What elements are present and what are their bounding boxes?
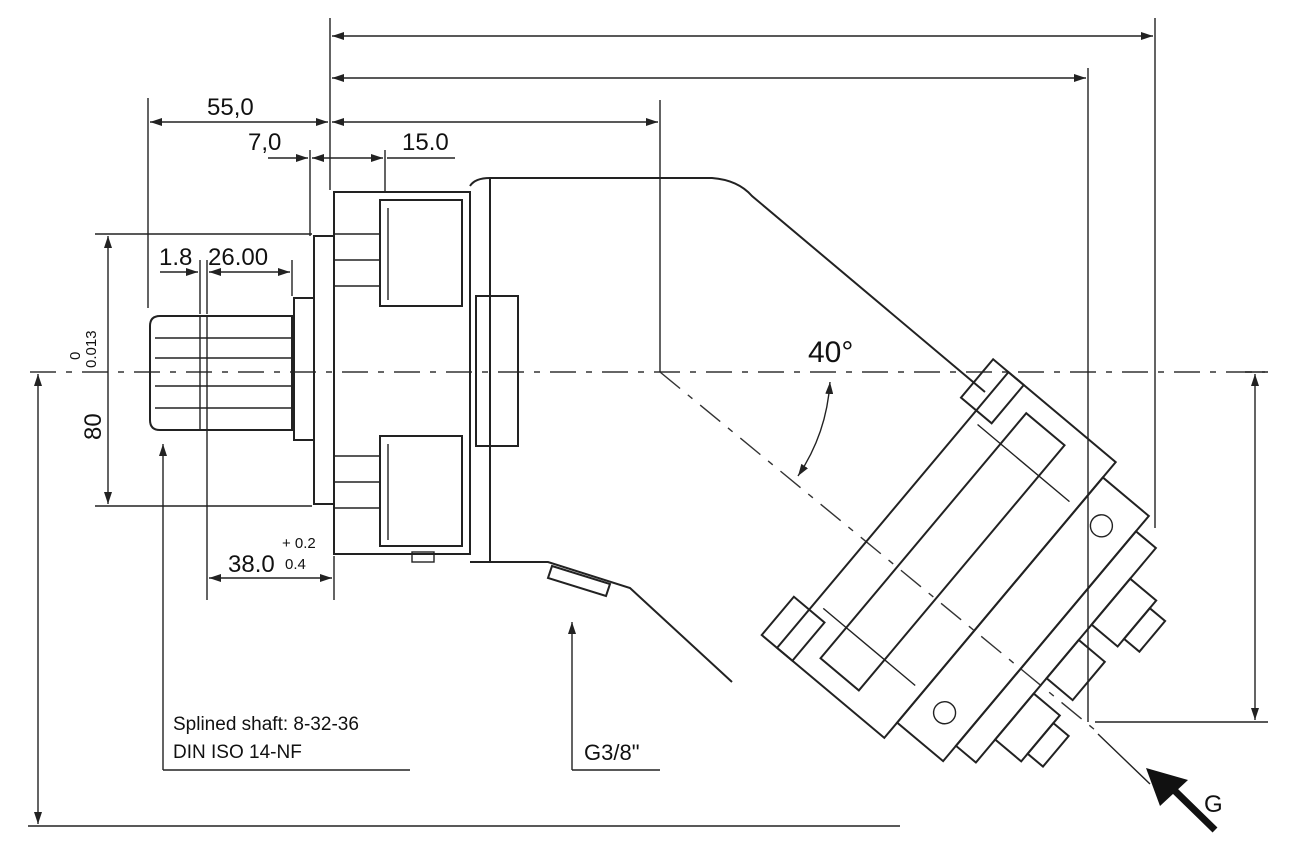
dim-55: 55,0 [207, 94, 254, 121]
splined-shaft [149, 315, 293, 431]
leader-lines [159, 444, 1151, 785]
spline-note-line2: DIN ISO 14-NF [173, 742, 302, 763]
angle-40: 40° [808, 336, 853, 369]
dim-38-tol-upper: + 0.2 [282, 535, 316, 552]
pump-housing [469, 177, 986, 683]
dim-26: 26.00 [208, 244, 268, 271]
dimension-labels: 55,0 7,0 15.0 1.8 26.00 80 0 0.013 38.0 … [67, 94, 853, 578]
spline-note-line1: Splined shaft: 8-32-36 [173, 714, 359, 735]
dim-1-8: 1.8 [159, 244, 192, 271]
notes: Splined shaft: 8-32-36 DIN ISO 14-NF G3/… [173, 714, 1223, 818]
mounting-flange [293, 191, 519, 563]
dimension-lines [34, 32, 1259, 824]
dim-80: 80 [80, 413, 107, 440]
dim-80-tol-lower: 0.013 [83, 330, 100, 368]
port-g-arrow [1146, 768, 1218, 833]
port-g38-label: G3/8" [584, 740, 640, 765]
port-g-label: G [1204, 791, 1223, 818]
pump-head [760, 357, 1167, 769]
dim-15: 15.0 [402, 129, 449, 156]
extension-lines [28, 18, 1268, 827]
centerlines [30, 371, 1265, 731]
dim-38: 38.0 [228, 551, 275, 578]
dim-7: 7,0 [248, 129, 281, 156]
dim-38-tol-lower: 0.4 [285, 556, 306, 573]
dim-80-tol-upper: 0 [67, 352, 84, 360]
